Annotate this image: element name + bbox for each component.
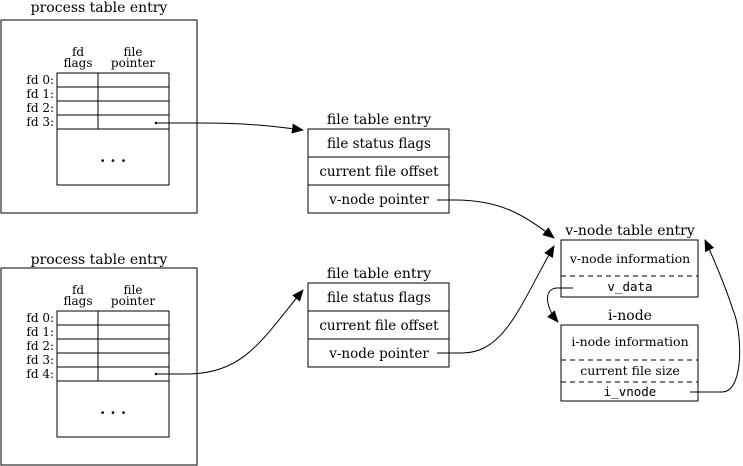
fd-table [56,310,170,438]
file2-to-v-node-arrow [437,245,555,354]
v-node-pointer-field: v-node pointer [328,192,429,208]
fd-row-label: fd 3: [26,115,54,129]
fd-row-label: fd 3: [26,353,54,367]
file-status-flags-field: file status flags [327,290,431,306]
file-table-entry-1: file table entry file status flags curre… [307,112,450,214]
file1-to-v-node-arrow [437,199,555,239]
file-table-entry-2: file table entry file status flags curre… [307,266,450,368]
fd-row-label: fd 2: [26,339,54,353]
i-node-box [560,324,699,402]
fd-row-label: fd 1: [26,325,54,339]
fd-row-label: fd 0: [26,311,54,325]
file-table-box [307,128,450,214]
process-table-title: process table entry [31,252,168,268]
v-node-table-title: v-node table entry [564,223,695,239]
fd-flags-header: flags [64,56,93,70]
fd3-to-file-table-1-arrow [156,122,304,134]
pointer-origin-dot [154,372,158,376]
ellipsis: . . . [100,148,126,166]
v-node-box [560,239,699,298]
v-node-table-entry: v-node table entry v-node information v_… [560,223,699,298]
fd4-to-file-table-2-arrow [156,289,304,375]
i-node-information-field: i-node information [571,334,688,349]
v-node-pointer-field: v-node pointer [328,346,429,362]
file-table-title: file table entry [327,266,431,282]
ellipsis: . . . [100,400,126,418]
fd-row-label: fd 1: [26,87,54,101]
i-node-title: i-node [608,308,652,324]
current-file-offset-field: current file offset [319,318,439,334]
fd-flags-header: fd [72,45,84,59]
current-file-offset-field: current file offset [319,164,439,180]
file-pointer-header: file [124,283,143,297]
process-table-entry-2: process table entry fd flags file pointe… [0,252,198,466]
v-data-to-i-node-arrow [547,287,573,323]
file-table-box [307,282,450,368]
fd-flags-header: fd [72,283,84,297]
i-vnode-field: i_vnode [604,384,657,399]
file-pointer-header: file [124,45,143,59]
fd-row-label: fd 0: [26,73,54,87]
file-pointer-header: pointer [111,294,155,308]
v-data-field: v_data [607,279,652,294]
pointer-origin-dot [154,121,158,125]
v-node-information-field: v-node information [569,251,690,266]
file-status-flags-field: file status flags [327,136,431,152]
fd-flags-header: flags [64,294,93,308]
process-table-title: process table entry [31,0,168,16]
fd-row-label: fd 2: [26,101,54,115]
i-vnode-to-v-node-arrow [690,239,741,393]
file-pointer-header: pointer [111,56,155,70]
i-node-entry: i-node i-node information current file s… [560,308,699,402]
process-table-entry-1: process table entry fd flags file pointe… [0,0,198,214]
file-table-title: file table entry [327,112,431,128]
fd-row-label: fd 4: [26,367,54,381]
current-file-size-field: current file size [580,363,680,378]
